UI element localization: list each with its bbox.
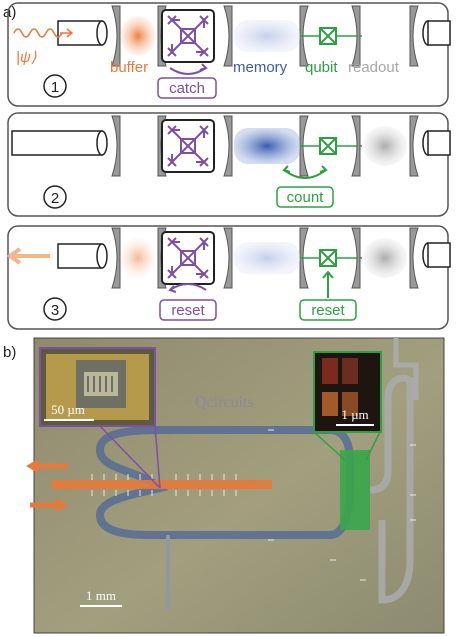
- step-3-number: 3: [51, 302, 59, 319]
- inset-right: 1 µm: [313, 351, 382, 461]
- readout-mode: [363, 126, 407, 166]
- step-1-row: |ψ⟩ buffer memory qubit readout 1 catch: [7, 2, 451, 107]
- panel-a-tag: a): [3, 4, 16, 21]
- step-1-number: 1: [51, 79, 59, 96]
- chip-watermark: Qcircuits: [195, 394, 254, 411]
- buffer-resonator: [52, 480, 272, 489]
- scale-bar-inset-right: 1 µm: [341, 407, 368, 422]
- step-2-action: count: [287, 189, 325, 206]
- step-3-row: 3 reset reset: [6, 225, 451, 330]
- step-3-action-qubit: reset: [311, 302, 345, 319]
- chip-photo: Qcircuits 1 mm: [26, 337, 445, 634]
- step-1-badge: [43, 74, 67, 98]
- snail-icon: [161, 9, 215, 63]
- scale-bar-main: 1 mm: [86, 588, 116, 603]
- memory-mode: [234, 20, 300, 52]
- memory-mode-filled: [234, 128, 300, 164]
- qubit-pad: [340, 450, 370, 530]
- label-qubit: qubit: [305, 59, 338, 76]
- label-buffer: buffer: [110, 59, 148, 76]
- step-2-row: 2 count: [7, 112, 451, 217]
- buffer-mode: [120, 16, 156, 56]
- inset-left: 50 µm: [39, 347, 161, 489]
- alignment-marks: [91, 429, 416, 581]
- readout-resonator: [369, 374, 414, 604]
- qubit-icon: [319, 27, 337, 45]
- step-3-action-snail: reset: [171, 302, 205, 319]
- step-1-action: catch: [169, 80, 205, 97]
- step-3-badge: [43, 297, 67, 321]
- label-readout: readout: [348, 59, 400, 76]
- step-2-number: 2: [51, 190, 59, 207]
- input-state: |ψ⟩: [16, 49, 37, 66]
- step-2-badge: [43, 185, 67, 209]
- panel-b-tag: b): [3, 344, 16, 361]
- label-memory: memory: [233, 59, 288, 76]
- scale-bar-inset-left: 50 µm: [51, 402, 85, 417]
- input-wave: [13, 28, 63, 38]
